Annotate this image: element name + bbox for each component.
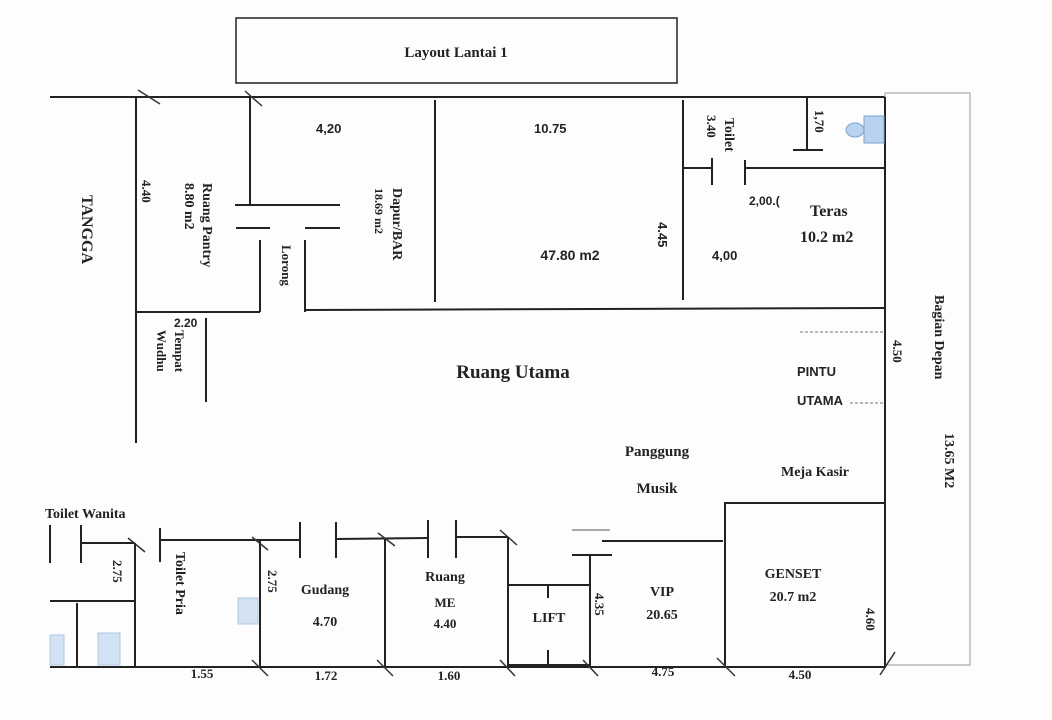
dim-4-75: 4.75 bbox=[652, 664, 675, 679]
dim-4-45: 4.45 bbox=[655, 222, 670, 247]
dim-4-50-right: 4.50 bbox=[890, 340, 905, 363]
dim-1-72: 1.72 bbox=[315, 668, 338, 683]
label-me-2: ME bbox=[435, 595, 456, 610]
toilet-fixture-icon bbox=[49, 597, 259, 666]
plan-title: Layout Lantai 1 bbox=[404, 45, 507, 61]
label-pantry: Ruang Pantry bbox=[199, 183, 214, 267]
dim-4-20: 4,20 bbox=[316, 121, 341, 136]
label-main-area: 47.80 m2 bbox=[540, 247, 599, 263]
dim-4-35: 4.35 bbox=[592, 593, 607, 616]
label-toilet: Toilet bbox=[721, 118, 736, 152]
label-genset: GENSET bbox=[765, 567, 822, 582]
label-meja-kasir: Meja Kasir bbox=[781, 465, 849, 480]
label-teras-area: 10.2 m2 bbox=[800, 229, 853, 246]
dim-2-00: 2,00.( bbox=[749, 194, 780, 208]
label-vip-area: 20.65 bbox=[646, 608, 678, 623]
label-toilet-wanita: Toilet Wanita bbox=[45, 507, 126, 522]
dim-2-75-a: 2.75 bbox=[110, 560, 125, 583]
title-box bbox=[235, 17, 678, 84]
label-wudhu-1: Tempat bbox=[172, 330, 187, 373]
label-bagian-depan-area: 13.65 M2 bbox=[941, 433, 956, 488]
dim-10-75: 10.75 bbox=[534, 121, 567, 136]
dim-4-50-bottom: 4.50 bbox=[789, 667, 812, 682]
dim-2-20: 2.20 bbox=[174, 316, 198, 330]
label-dapur-area: 18.69 m2 bbox=[372, 188, 386, 234]
label-tangga: TANGGA bbox=[78, 195, 95, 264]
label-panggung-1: Panggung bbox=[625, 444, 690, 460]
label-panggung-2: Musik bbox=[637, 481, 679, 497]
label-vip: VIP bbox=[650, 585, 675, 600]
label-ruang-utama: Ruang Utama bbox=[456, 362, 570, 383]
label-wudhu-2: Wudhu bbox=[154, 330, 169, 372]
walls bbox=[49, 89, 971, 677]
label-pintu-2: UTAMA bbox=[797, 393, 844, 408]
label-toilet-pria: Toilet Pria bbox=[172, 552, 187, 615]
label-gudang: Gudang bbox=[301, 583, 349, 598]
dim-4-60: 4.60 bbox=[863, 608, 878, 631]
dim-3-40: 3.40 bbox=[704, 115, 719, 138]
label-bagian-depan: Bagian Depan bbox=[931, 295, 946, 380]
dim-4-40: 4.40 bbox=[139, 180, 154, 203]
label-me-area: 4.40 bbox=[434, 616, 457, 631]
label-pintu-1: PINTU bbox=[797, 364, 836, 379]
label-genset-area: 20.7 m2 bbox=[770, 590, 817, 605]
dim-2-75-b: 2.75 bbox=[265, 570, 280, 593]
label-teras: Teras bbox=[810, 203, 848, 220]
label-lorong: Lorong bbox=[279, 245, 294, 286]
dim-1-70: 1,70 bbox=[812, 110, 827, 133]
label-me-1: Ruang bbox=[425, 570, 465, 585]
label-gudang-area: 4.70 bbox=[313, 615, 338, 630]
dim-1-60: 1.60 bbox=[438, 668, 461, 683]
dim-4-00: 4,00 bbox=[712, 248, 737, 263]
label-dapur: Dapur/BAR bbox=[389, 188, 404, 261]
label-lift: LIFT bbox=[533, 611, 566, 626]
label-pantry-area: 8.80 m2 bbox=[181, 183, 196, 230]
toilet-fixture-icon bbox=[845, 115, 885, 144]
dim-1-55: 1.55 bbox=[191, 666, 214, 681]
